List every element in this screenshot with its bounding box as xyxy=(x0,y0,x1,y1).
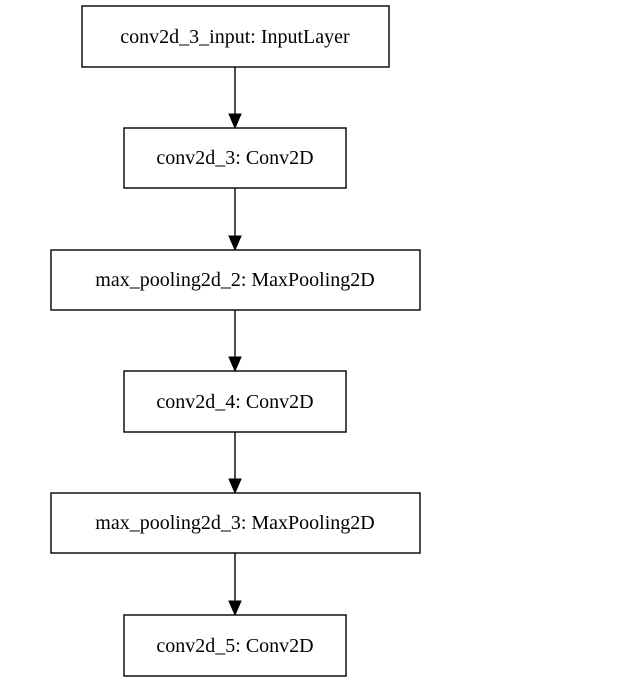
edges-layer xyxy=(228,67,242,617)
nodes-layer: conv2d_3_input: InputLayer conv2d_3: Con… xyxy=(50,5,421,677)
edge-max-pooling2d-3-to-conv2d-5 xyxy=(228,553,242,617)
edge-conv2d-4-to-max-pooling2d-3 xyxy=(228,432,242,495)
node-label: conv2d_3: Conv2D xyxy=(156,147,313,169)
node-conv2d-4: conv2d_4: Conv2D xyxy=(123,370,347,433)
node-conv2d-3-input: conv2d_3_input: InputLayer xyxy=(81,5,390,68)
node-label: conv2d_4: Conv2D xyxy=(156,391,313,413)
node-label: max_pooling2d_2: MaxPooling2D xyxy=(95,269,374,291)
node-label: conv2d_5: Conv2D xyxy=(156,635,313,657)
node-label: conv2d_3_input: InputLayer xyxy=(120,26,350,48)
edge-max-pooling2d-2-to-conv2d-4 xyxy=(228,310,242,373)
node-conv2d-3: conv2d_3: Conv2D xyxy=(123,127,347,189)
node-max-pooling2d-3: max_pooling2d_3: MaxPooling2D xyxy=(50,492,421,554)
edge-input-to-conv2d-3 xyxy=(228,67,242,130)
edge-conv2d-3-to-max-pooling2d-2 xyxy=(228,188,242,252)
node-max-pooling2d-2: max_pooling2d_2: MaxPooling2D xyxy=(50,249,421,311)
node-label: max_pooling2d_3: MaxPooling2D xyxy=(95,512,374,534)
node-conv2d-5: conv2d_5: Conv2D xyxy=(123,614,347,677)
